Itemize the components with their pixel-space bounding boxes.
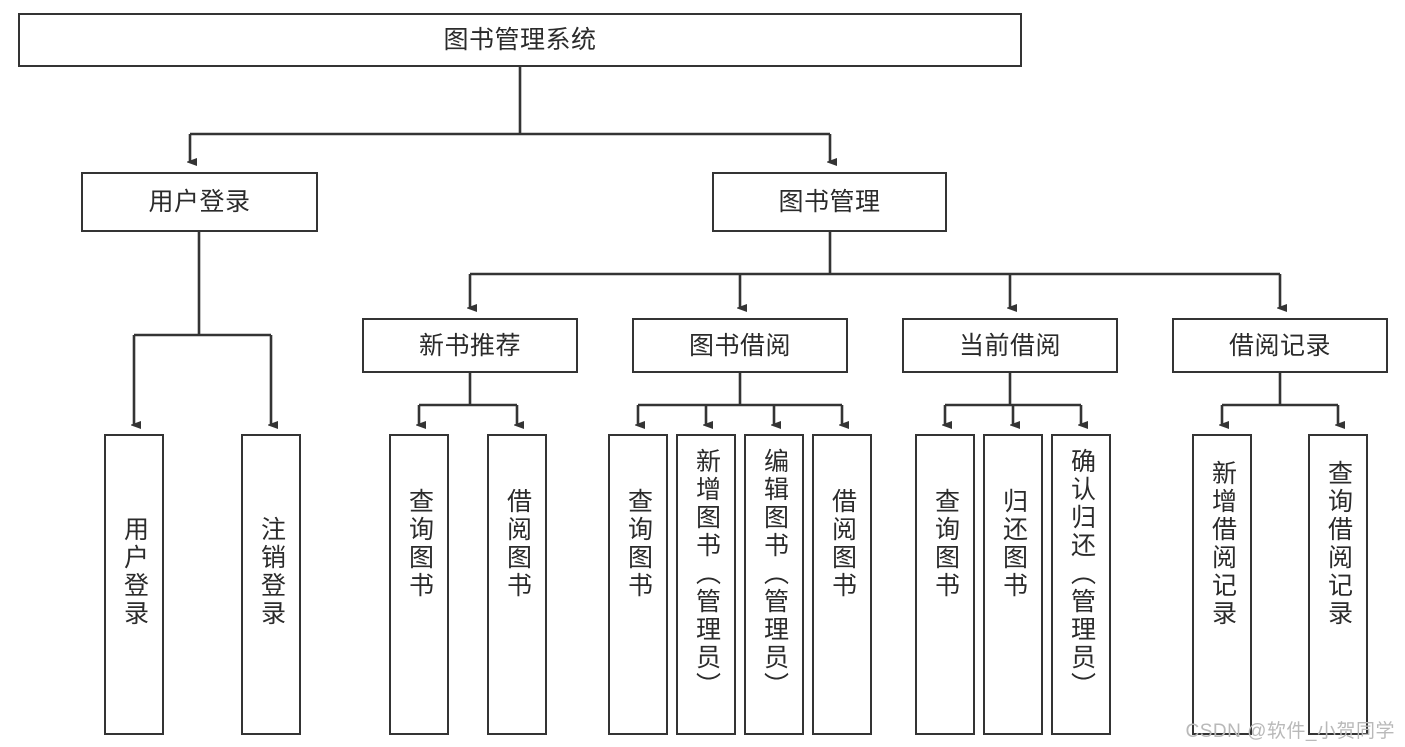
node-label: 新增图书（管理员）: [692, 448, 721, 700]
node-label: 查询图书: [405, 488, 434, 600]
leaf-user-login-logout[interactable]: 注销登录: [241, 434, 301, 735]
node-label: 新增借阅记录: [1208, 460, 1237, 628]
node-label: 注销登录: [257, 516, 286, 628]
node-user-login[interactable]: 用户登录: [81, 172, 318, 232]
node-label: 归还图书: [999, 488, 1028, 600]
node-label: 借阅图书: [503, 488, 532, 600]
node-label: 借阅图书: [828, 488, 857, 600]
node-label: 图书借阅: [688, 331, 791, 360]
node-label: 当前借阅: [958, 331, 1061, 360]
node-label: 确认归还（管理员）: [1067, 448, 1096, 700]
leaf-current-borrow-return-book[interactable]: 归还图书: [983, 434, 1043, 735]
node-new-book-recommend[interactable]: 新书推荐: [362, 318, 578, 373]
leaf-book-borrow-edit-book-admin[interactable]: 编辑图书（管理员）: [744, 434, 804, 735]
node-label: 查询图书: [931, 488, 960, 600]
node-current-borrow[interactable]: 当前借阅: [902, 318, 1118, 373]
leaf-new-book-borrow-book[interactable]: 借阅图书: [487, 434, 547, 735]
node-label: 查询图书: [624, 488, 653, 600]
node-label: 图书管理系统: [443, 26, 597, 54]
node-label: 借阅记录: [1228, 331, 1331, 360]
node-label: 查询借阅记录: [1324, 460, 1353, 628]
node-root-system[interactable]: 图书管理系统: [18, 13, 1022, 67]
leaf-book-borrow-add-book-admin[interactable]: 新增图书（管理员）: [676, 434, 736, 735]
leaf-current-borrow-confirm-return-admin[interactable]: 确认归还（管理员）: [1051, 434, 1111, 735]
node-label: 图书管理: [778, 188, 881, 216]
leaf-book-borrow-query-book[interactable]: 查询图书: [608, 434, 668, 735]
leaf-borrow-record-query-record[interactable]: 查询借阅记录: [1308, 434, 1368, 735]
node-label: 用户登录: [148, 188, 251, 216]
node-book-management[interactable]: 图书管理: [712, 172, 947, 232]
node-borrow-record[interactable]: 借阅记录: [1172, 318, 1388, 373]
leaf-book-borrow-borrow-book[interactable]: 借阅图书: [812, 434, 872, 735]
leaf-borrow-record-add-record[interactable]: 新增借阅记录: [1192, 434, 1252, 735]
node-label: 编辑图书（管理员）: [760, 448, 789, 700]
node-label: 用户登录: [120, 516, 149, 628]
node-label: 新书推荐: [418, 331, 521, 360]
watermark-text: CSDN @软件_小贺同学: [1185, 721, 1395, 742]
leaf-new-book-query-book[interactable]: 查询图书: [389, 434, 449, 735]
node-book-borrow[interactable]: 图书借阅: [632, 318, 848, 373]
leaf-user-login-login[interactable]: 用户登录: [104, 434, 164, 735]
leaf-current-borrow-query-book[interactable]: 查询图书: [915, 434, 975, 735]
